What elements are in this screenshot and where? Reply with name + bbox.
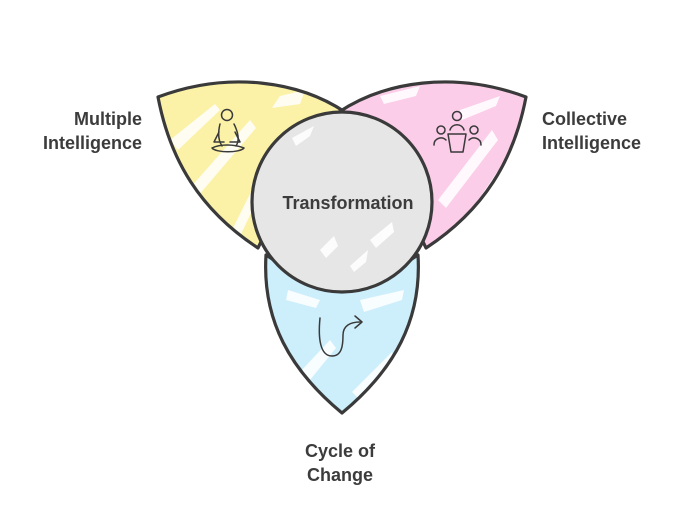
label-cycle-of-change: Cycle of Change [280,439,400,487]
label-collective-line1: Collective [542,109,628,129]
label-multiple-intelligence: Multiple Intelligence [30,107,142,155]
group-meeting-icon [433,110,482,153]
center-circle [250,110,434,294]
label-multiple-line1: Multiple [74,109,142,129]
label-cycle-line2: Change [306,465,373,485]
label-collective-line2: Intelligence [542,133,642,153]
center-label-transformation: Transformation [282,193,414,213]
curved-arrow-icon [318,315,363,357]
meditating-person-icon [211,108,245,153]
label-multiple-line2: Intelligence [42,133,142,153]
label-collective-intelligence: Collective Intelligence [542,107,672,155]
petal-cycle-of-change [264,253,420,415]
label-cycle-line1: Cycle of [304,441,376,461]
